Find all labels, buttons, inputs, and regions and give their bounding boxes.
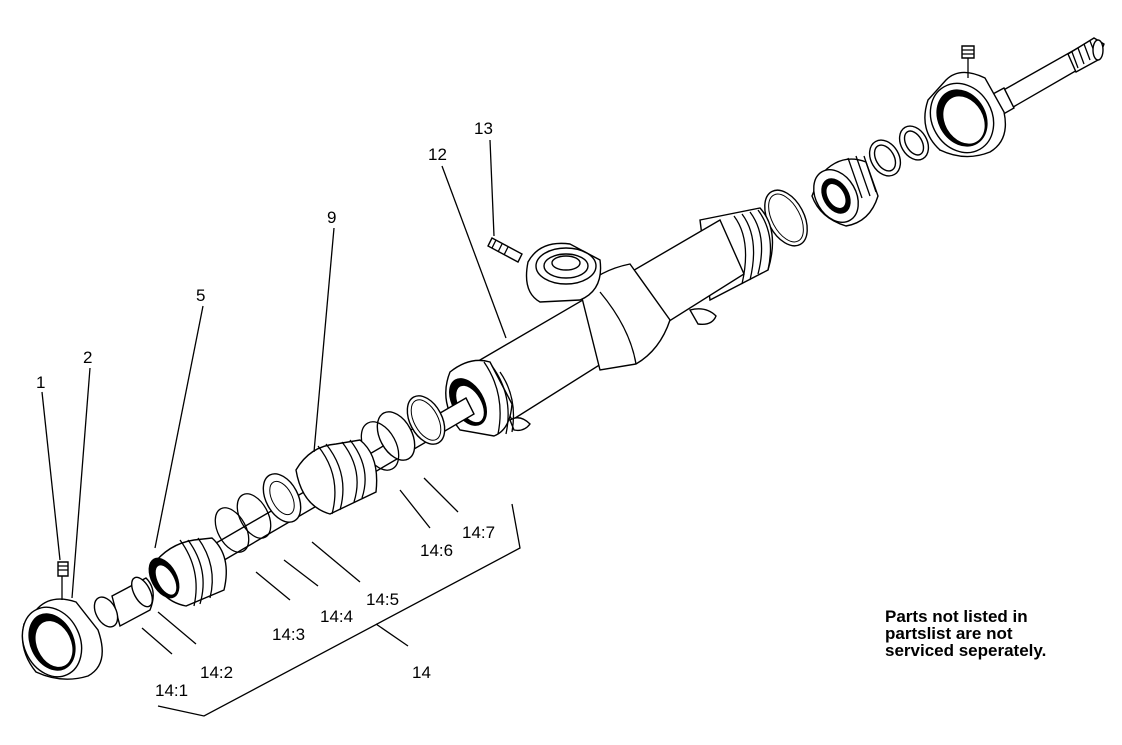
right-inner-socket — [811, 155, 879, 227]
callout-14-5: 14:5 — [366, 590, 399, 609]
callout-5: 5 — [196, 286, 205, 305]
callout-14: 14 — [412, 663, 431, 682]
callout-9: 9 — [327, 208, 336, 227]
right-seal-rings — [868, 125, 930, 177]
leader-lines — [41, 139, 521, 717]
note-line-1: Parts not listed in — [885, 607, 1028, 626]
bleeder-screw — [487, 237, 523, 263]
callout-1: 1 — [36, 373, 45, 392]
seal-rings-14-4-14-5 — [214, 473, 302, 553]
note-line-3: serviced seperately. — [885, 641, 1047, 660]
inner-tie-rod-socket — [148, 537, 227, 607]
callout-14-4: 14:4 — [320, 607, 353, 626]
left-nut — [21, 561, 103, 680]
callout-14-7: 14:7 — [462, 523, 495, 542]
parts-note: Parts not listed in partslist are not se… — [885, 608, 1115, 659]
callout-2: 2 — [83, 348, 92, 367]
callout-14-2: 14:2 — [200, 663, 233, 682]
callout-14-6: 14:6 — [420, 541, 453, 560]
seal-rings-14-6-14-7 — [360, 395, 446, 471]
bushing-14-1-14-2 — [93, 576, 154, 628]
callout-13: 13 — [474, 119, 493, 138]
right-nut — [924, 45, 1007, 158]
right-spring-ring — [764, 189, 808, 247]
note-line-2: partslist are not — [885, 624, 1013, 643]
callout-14-3: 14:3 — [272, 625, 305, 644]
callout-12: 12 — [428, 145, 447, 164]
callout-labels: 1 2 5 9 12 13 14:1 14:2 14:3 14:4 14:5 1… — [36, 119, 495, 700]
callout-14-1: 14:1 — [155, 681, 188, 700]
